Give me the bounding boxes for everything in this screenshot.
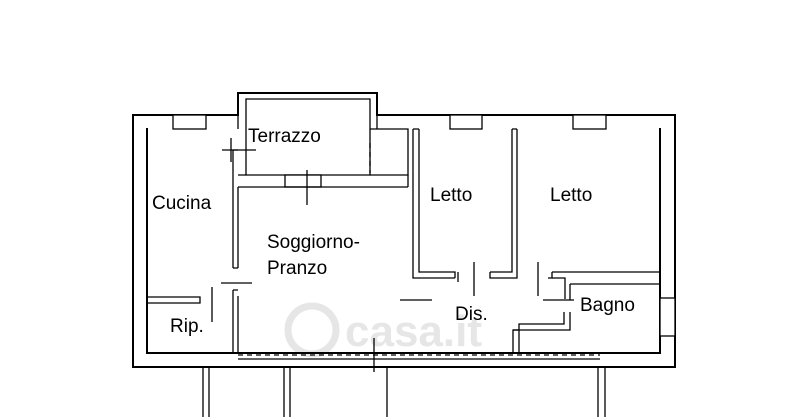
watermark: casa.it — [284, 302, 482, 358]
room-label-terrazzo: Terrazzo — [248, 126, 321, 147]
window-kitchen — [172, 114, 207, 130]
room-label-letto-2: Letto — [550, 185, 592, 206]
room-label-rip: Rip. — [170, 316, 204, 337]
window-bedroom-1 — [449, 114, 483, 130]
outer-walls — [132, 92, 676, 368]
watermark-text: casa.it — [345, 307, 482, 356]
room-label-bagno: Bagno — [580, 295, 635, 316]
watermark-logo-icon — [284, 302, 340, 358]
window-living — [284, 174, 322, 188]
windows — [172, 114, 676, 337]
interior-walls — [147, 128, 660, 417]
room-label-letto-1: Letto — [430, 185, 472, 206]
window-bathroom — [659, 297, 676, 337]
window-bedroom-2 — [572, 114, 607, 130]
room-label-pranzo: Pranzo — [267, 258, 327, 279]
room-label-dis: Dis. — [455, 304, 488, 325]
room-labels: Terrazzo Cucina Soggiorno- Pranzo Letto … — [152, 126, 635, 337]
room-label-soggiorno: Soggiorno- — [267, 232, 360, 253]
room-label-cucina: Cucina — [152, 193, 212, 214]
